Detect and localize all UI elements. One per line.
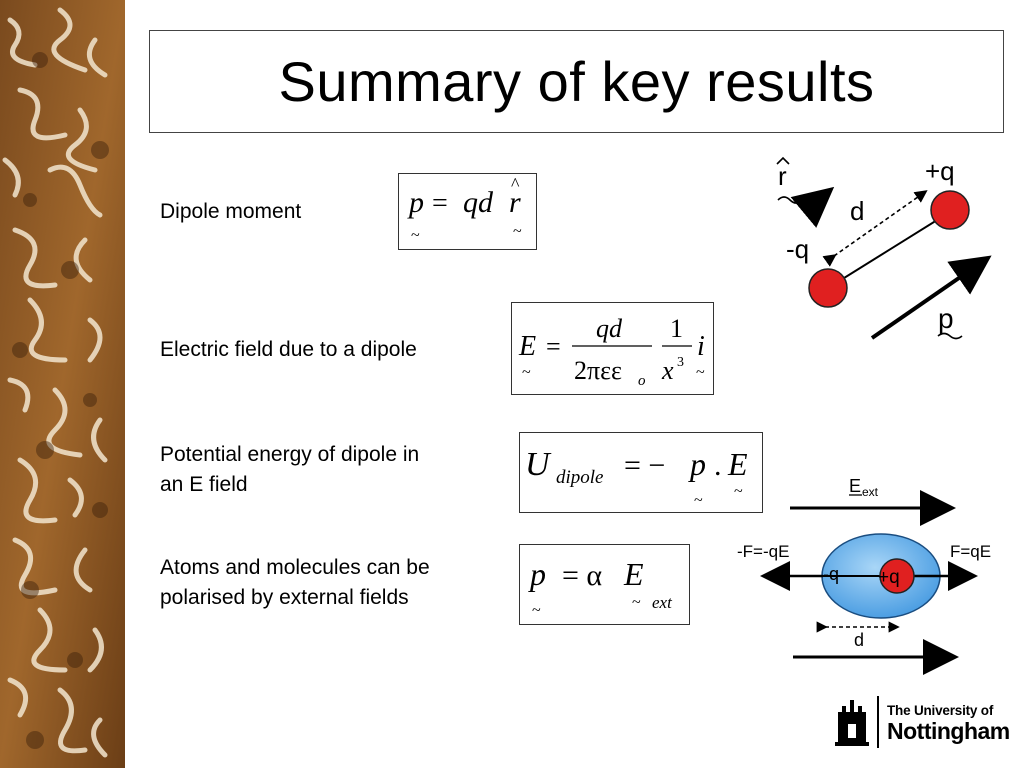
dipole-minus-label: -q xyxy=(786,234,809,264)
university-logo: The University of Nottingham xyxy=(832,692,1012,752)
eq3-E: E xyxy=(727,446,748,482)
eq1-hat: ^ xyxy=(511,174,520,194)
eq4-sub: ext xyxy=(652,593,673,612)
logo-divider xyxy=(877,696,879,748)
eq1-tilde-p: ~ xyxy=(411,227,420,244)
eq2-tilde-E: ~ xyxy=(522,364,531,381)
atom-minus-label: -q xyxy=(823,564,839,584)
label-polarisation-line2: polarised by external fields xyxy=(160,586,409,609)
label-potential-energy: Potential energy of dipole in an E field xyxy=(160,440,419,500)
eq2-den-sub: o xyxy=(638,373,646,389)
rhat-hat-mark xyxy=(776,156,790,165)
eq2-E: E xyxy=(518,331,536,362)
equation-polarisation: p = α E ~ ext ~ xyxy=(519,544,690,625)
dipole-p-label: p xyxy=(938,303,954,334)
eq2-x: x xyxy=(661,356,674,385)
eq1-p: p xyxy=(407,186,424,219)
eq2-exp: 3 xyxy=(677,355,684,370)
logo-line1: The University of xyxy=(887,703,994,718)
eq1-r: r xyxy=(509,186,521,219)
atom-polarisation-diagram: E ext -F=-qE F=qE -q +q d xyxy=(737,476,991,675)
slide-title: Summary of key results xyxy=(278,50,875,113)
atom-d-label: d xyxy=(854,630,864,650)
dipole-minus-charge xyxy=(808,268,848,308)
eq4-E: E xyxy=(623,556,644,592)
rhat-tilde-mark xyxy=(777,196,803,204)
atom-field-sub: ext xyxy=(862,485,879,499)
force-left-label: -F=-qE xyxy=(737,542,789,561)
equation-dipole-moment: p = qd r ^ ~ ~ xyxy=(398,173,537,250)
decorative-texture-strip xyxy=(0,0,125,768)
label-polarisation-line1: Atoms and molecules can be xyxy=(160,556,430,579)
eq1-equals: = xyxy=(432,188,448,219)
eq2-den: 2πεε xyxy=(574,356,622,385)
eq3-tilde-E: ~ xyxy=(734,483,743,500)
atom-plus-label: +q xyxy=(878,567,900,588)
dipole-plus-charge xyxy=(930,190,970,230)
label-electric-field: Electric field due to a dipole xyxy=(160,338,417,361)
castle-crest-icon xyxy=(835,700,869,746)
equation-electric-field: E = qd 2πεε o 1 x 3 i ~ ~ xyxy=(511,302,714,395)
dipole-d-label: d xyxy=(850,196,864,226)
dipole-plus-label: +q xyxy=(925,156,955,186)
eq4-tilde-E: ~ xyxy=(632,594,641,611)
dipole-diagram: r +q d -q p xyxy=(776,156,992,340)
eq2-equals: = xyxy=(546,332,561,361)
eq3-sub: dipole xyxy=(556,467,604,488)
eq2-one: 1 xyxy=(670,314,683,343)
dipole-rhat-label: r xyxy=(778,161,787,191)
label-polarisation: Atoms and molecules can be polarised by … xyxy=(160,553,430,613)
eq3-U: U xyxy=(525,446,552,483)
label-potential-energy-line1: Potential energy of dipole in xyxy=(160,443,420,466)
eq4-rhs: = α xyxy=(562,559,602,592)
eq3-tilde-p: ~ xyxy=(694,492,703,509)
eq2-tilde-i: ~ xyxy=(696,364,705,381)
eq1-tilde-r: ~ xyxy=(513,223,522,240)
eq3-p: p xyxy=(688,446,706,482)
atom-nucleus xyxy=(879,558,915,594)
force-right-label: F=qE xyxy=(950,542,991,561)
eq2-num: qd xyxy=(596,314,623,343)
title-box: Summary of key results xyxy=(149,30,1004,133)
dipole-distance-arrow xyxy=(822,190,928,267)
logo-line2: Nottingham xyxy=(887,718,1010,744)
eq4-tilde-p: ~ xyxy=(532,602,541,619)
equation-potential-energy: U dipole = − p . E ~ ~ xyxy=(519,432,763,513)
eq3-dot: . xyxy=(714,449,722,482)
rhat-arrow xyxy=(790,186,835,228)
dipole-moment-arrow xyxy=(870,255,992,340)
eq2-i: i xyxy=(697,331,705,362)
label-dipole-moment: Dipole moment xyxy=(160,200,302,223)
eq3-equals-minus: = − xyxy=(624,449,665,482)
eq1-qd: qd xyxy=(463,186,494,219)
label-potential-energy-line2: an E field xyxy=(160,473,248,496)
atom-field-label: E xyxy=(849,476,861,496)
eq4-p: p xyxy=(528,556,546,592)
